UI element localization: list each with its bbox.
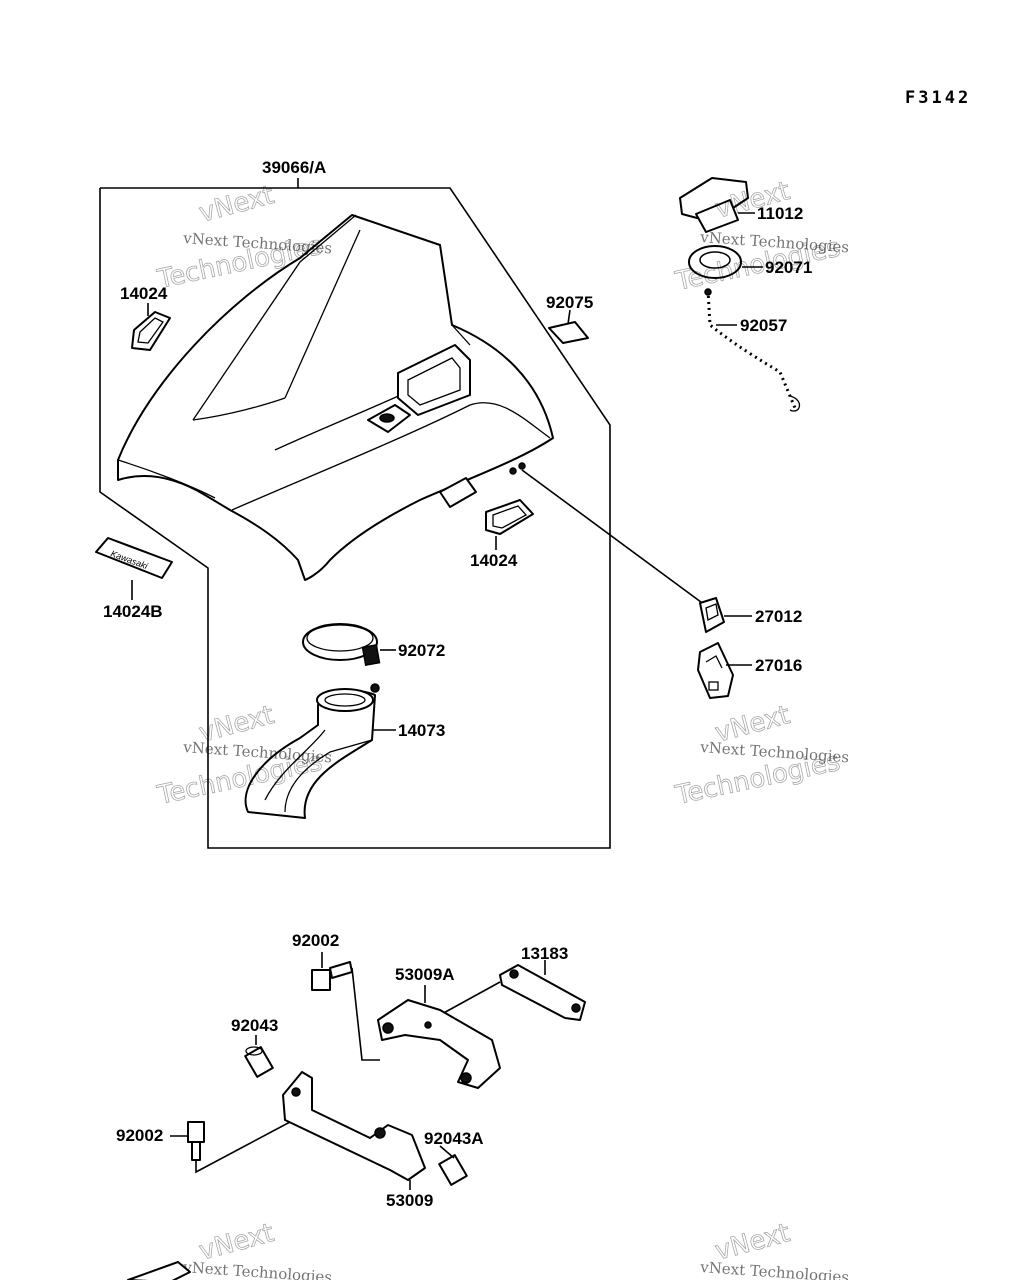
cover-part-39066A bbox=[117, 214, 554, 581]
chain-92057: 92057 bbox=[704, 288, 801, 412]
label-92072: 92072 bbox=[398, 641, 445, 660]
diagram-code: F3142 bbox=[905, 88, 971, 108]
label-92043: 92043 bbox=[231, 1016, 278, 1035]
label-14024-bottom: 14024 bbox=[470, 551, 518, 570]
label-53009: 53009 bbox=[386, 1191, 433, 1210]
emblem-14024B: Kawasaki 14024B bbox=[95, 537, 173, 621]
label-27012: 27012 bbox=[755, 607, 802, 626]
label-92002-bottom: 92002 bbox=[116, 1126, 163, 1145]
pad-92075: 92075 bbox=[546, 293, 593, 344]
clamp-92072: 92072 bbox=[302, 623, 445, 666]
latch-27016: 27016 bbox=[697, 642, 802, 699]
clip-27012: 27012 bbox=[699, 597, 802, 633]
bolt-92002-bottom: 92002 bbox=[116, 1121, 291, 1174]
gasket-92071: 92071 bbox=[688, 245, 812, 279]
watermark-bottom-right: vNext vNext Technologies bbox=[699, 1218, 850, 1280]
collar-92043A: 92043A bbox=[424, 1129, 484, 1186]
label-14073: 14073 bbox=[398, 721, 445, 740]
label-92071: 92071 bbox=[765, 258, 812, 277]
bracket-53009A: 53009A bbox=[377, 965, 501, 1089]
label-39066A: 39066/A bbox=[262, 158, 326, 177]
label-92075: 92075 bbox=[546, 293, 593, 312]
cap-11012: 11012 bbox=[679, 177, 803, 233]
label-11012: 11012 bbox=[757, 204, 803, 223]
watermark-bottom-left: vNext vNext Technologies bbox=[182, 1218, 333, 1280]
group-boundary bbox=[99, 187, 611, 849]
partial-emblem-edge bbox=[127, 1261, 191, 1280]
label-92043A: 92043A bbox=[424, 1129, 484, 1148]
label-27016: 27016 bbox=[755, 656, 802, 675]
label-14024-left: 14024 bbox=[120, 284, 168, 303]
label-13183: 13183 bbox=[521, 944, 568, 963]
label-92002-top: 92002 bbox=[292, 931, 339, 950]
label-53009A: 53009A bbox=[395, 965, 455, 984]
collar-92043: 92043 bbox=[231, 1016, 278, 1078]
duct-14073: 14073 bbox=[244, 683, 445, 819]
bolt-92002-top: 92002 bbox=[292, 931, 380, 1061]
plate-13183: 13183 bbox=[439, 944, 586, 1021]
bracket-53009: 53009 bbox=[282, 1071, 433, 1210]
grommet-14024-bottom: 14024 bbox=[470, 499, 534, 570]
leader-27012-cover bbox=[521, 469, 706, 606]
svg-text:vNext Technologies: vNext Technologies bbox=[182, 1258, 333, 1280]
svg-text:vNext Technologies: vNext Technologies bbox=[699, 1258, 850, 1280]
watermark-mid-right: vNext vNext Technologies Technologies bbox=[672, 700, 850, 812]
label-14024B: 14024B bbox=[103, 602, 163, 621]
grommet-14024-left: 14024 bbox=[120, 284, 171, 351]
label-92057: 92057 bbox=[740, 316, 787, 335]
